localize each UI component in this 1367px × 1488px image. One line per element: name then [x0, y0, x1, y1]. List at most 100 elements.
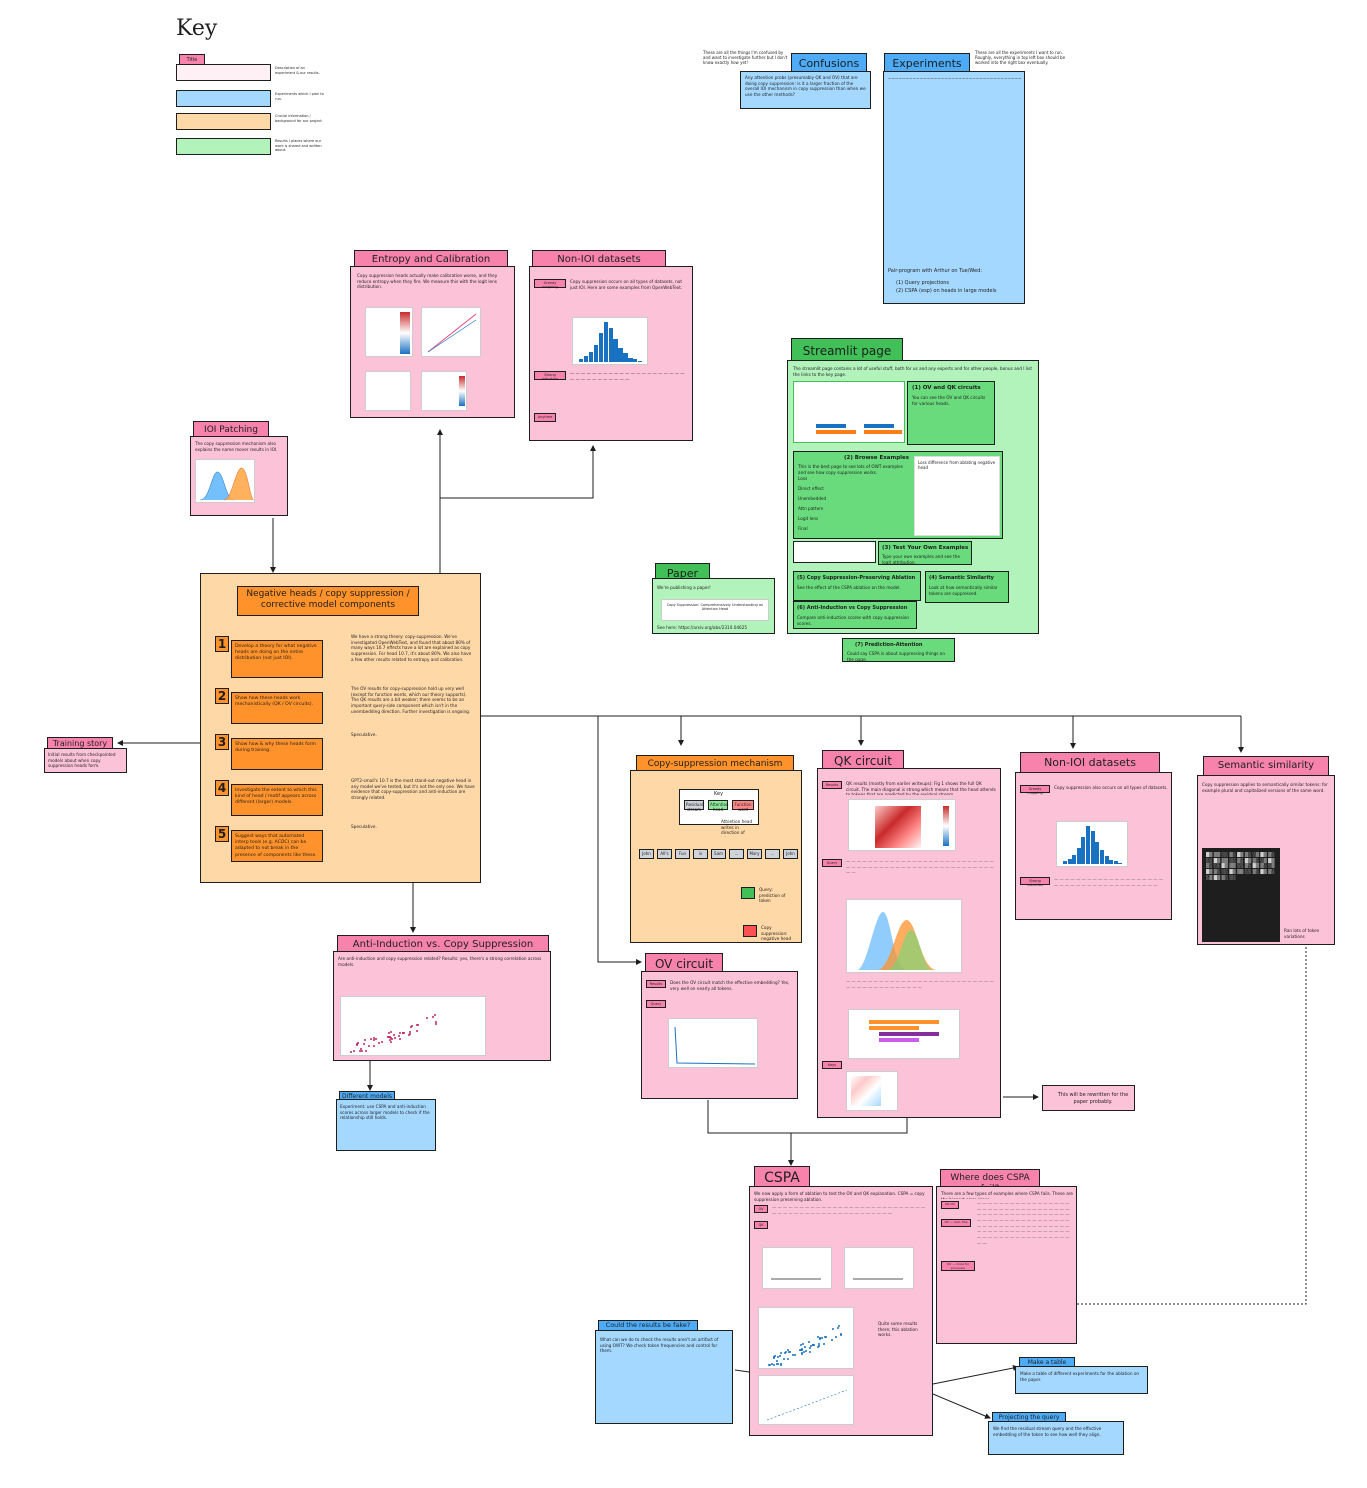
key-swatch-planned — [176, 90, 271, 107]
experiments-title[interactable]: Experiments — [884, 53, 970, 73]
where-cspa-label-1: QK OV — [941, 1201, 959, 1209]
scatter-point — [389, 1039, 392, 1042]
confusions-title[interactable]: Confusions — [791, 53, 867, 73]
scatter-point — [812, 1344, 815, 1347]
experiments-pair-label: Pair-program with Arthur on Tue/Wed: — [888, 268, 982, 274]
entropy-body: Copy suppression heads actually make cal… — [357, 273, 498, 290]
streamlit-section-6[interactable]: (6) Anti-Induction vs Copy Suppression C… — [793, 601, 917, 629]
nonioi-right-body: Copy suppression also occurs on all type… — [1054, 785, 1168, 790]
nonioi-right-label-strong: Strong induction — [1020, 877, 1050, 887]
qk-bar-image — [848, 1009, 960, 1059]
scatter-point — [378, 1041, 381, 1044]
different-models-body: Experiment: use CSPA and anti-induction … — [340, 1104, 430, 1121]
cspa-image-2 — [844, 1247, 914, 1289]
negative-heads-title-line2: corrective model components — [260, 600, 396, 611]
streamlit-section-3[interactable]: (3) Test Your Own Examples Type your own… — [878, 541, 972, 565]
step-box[interactable]: Develop a theory for what negative heads… — [231, 640, 323, 678]
streamlit-section-5-text: See the effect of the CSPA ablation on t… — [797, 585, 901, 590]
scatter-point — [775, 1363, 778, 1366]
confusions-body: Any attention probs (presumably QK and O… — [745, 75, 866, 98]
negative-heads-title[interactable]: Negative heads / copy suppression / corr… — [237, 586, 419, 616]
scatter-point — [388, 1032, 391, 1035]
paper-link[interactable]: See here: https://arxiv.org/abs/2310.046… — [657, 625, 748, 630]
histogram-bar — [638, 360, 643, 362]
streamlit-section-6-title: (6) Anti-Induction vs Copy Suppression — [797, 605, 908, 611]
step-box[interactable]: Show how these heads work mechanisticall… — [231, 692, 323, 724]
qk-lines-1: — — — — — — — — — — — — — — — — — — — — … — [846, 859, 994, 876]
scatter-point — [408, 1033, 411, 1036]
step-number: 5 — [215, 826, 229, 842]
ioi-patching-body: The copy suppression mechanism also expl… — [195, 441, 278, 452]
table-body: Make a table of different experiments fo… — [1020, 1371, 1140, 1382]
scatter-point — [353, 1050, 356, 1053]
entropy-scatter-image — [421, 307, 481, 357]
nonioi-right-title[interactable]: Non-IOI datasets — [1020, 752, 1160, 774]
scatter-point — [773, 1364, 776, 1366]
step-box[interactable]: Suggest ways that automated interp tools… — [231, 830, 323, 862]
histogram-bar — [1081, 836, 1086, 864]
streamlit-test-screenshot — [793, 541, 876, 563]
scatter-point — [768, 1364, 771, 1366]
nonioi-top-label-greedy: Greedy mapping — [534, 279, 566, 289]
cspa-lines: — — — — — — — — — — — — — — — — — — — — … — [772, 1205, 926, 1216]
histogram-bar — [603, 322, 608, 362]
browse-row-label: Final — [798, 526, 808, 531]
scatter-point — [399, 1032, 402, 1035]
histogram-bar — [1095, 842, 1100, 864]
histogram-bar — [613, 339, 618, 362]
scatter-point — [777, 1362, 780, 1365]
streamlit-section-7-text: Could say CSPA is about suppressing thin… — [847, 651, 946, 662]
entropy-scatter-plot — [427, 313, 477, 353]
scatter-point — [393, 1033, 396, 1036]
streamlit-section-1[interactable]: (1) OV and QK circuits You can see the O… — [907, 381, 995, 445]
scatter-point — [357, 1042, 360, 1045]
token-box: John — [639, 849, 654, 859]
experiments-note: These are all the experiments I want to … — [975, 50, 1066, 66]
scatter-point — [401, 1031, 404, 1034]
cs-mechanism-callout-1: Attention head writes in direction of to… — [721, 819, 753, 837]
scatter-point — [398, 1034, 401, 1037]
streamlit-section-5[interactable]: (5) Copy Suppression-Preserving Ablation… — [793, 571, 921, 601]
scatter-point — [808, 1346, 811, 1349]
qk-body: QK results (mostly from earlier writeups… — [846, 781, 996, 795]
scatter-point — [818, 1343, 821, 1346]
qk-label-query: Query — [822, 859, 842, 867]
qk-title[interactable]: QK circuit — [822, 750, 904, 772]
step-number: 3 — [215, 734, 229, 750]
qk-histogram-image — [846, 899, 962, 973]
streamlit-title[interactable]: Streamlit page — [791, 338, 903, 362]
key-heading: Key — [176, 16, 218, 41]
scatter-point — [434, 1021, 437, 1023]
nonioi-right-label-greedy: Greedy mapping — [1020, 785, 1050, 795]
streamlit-section-4[interactable]: (4) Semantic Similarity Look at how sema… — [925, 571, 1009, 603]
histogram-bar — [628, 357, 633, 362]
negative-heads-title-line1: Negative heads / copy suppression / — [246, 589, 410, 599]
step-box[interactable]: Investigate the extent to which this kin… — [231, 784, 323, 816]
streamlit-section-7[interactable]: (7) Prediction-Attention Could say CSPA … — [842, 638, 955, 662]
entropy-heatmap-image — [365, 307, 413, 357]
rewritten-text: This will be rewritten for the paper pro… — [1057, 1092, 1129, 1105]
histogram-bar — [1076, 847, 1081, 864]
scatter-point — [801, 1353, 804, 1356]
scatter-point — [816, 1346, 819, 1349]
streamlit-section-2[interactable]: (2) Browse Examples This is the best pag… — [793, 451, 1003, 539]
browse-row-label: Attn pattern — [798, 506, 824, 511]
browse-row-label: Direct effect — [798, 486, 824, 491]
step-result: GPT2-small's 10.7 is the most stand-out … — [351, 778, 475, 801]
cs-mechanism-key-item-3: Function word — [732, 800, 754, 812]
qk-label-results: Results — [822, 781, 842, 789]
paper-card[interactable]: Copy Suppression: Comprehensively Unders… — [661, 599, 769, 621]
histogram-bar — [1072, 854, 1077, 864]
streamlit-section-6-text: Compare anti-induction scores with copy … — [797, 615, 910, 626]
where-cspa-panel: There are a few types of examples where … — [936, 1186, 1077, 1344]
streamlit-section-1-title: (1) OV and QK circuits — [912, 385, 981, 391]
histogram-bar — [1118, 862, 1123, 864]
histogram-bar — [1113, 861, 1118, 864]
histogram-bar — [608, 327, 613, 362]
cs-mechanism-callout-2: Query: prediction of token — [759, 887, 786, 904]
token-box: is — [693, 849, 708, 859]
step-box[interactable]: Show how & why these heads form during t… — [231, 738, 323, 770]
streamlit-section-1-text: You can see the OV and QK circuits for v… — [912, 395, 986, 406]
